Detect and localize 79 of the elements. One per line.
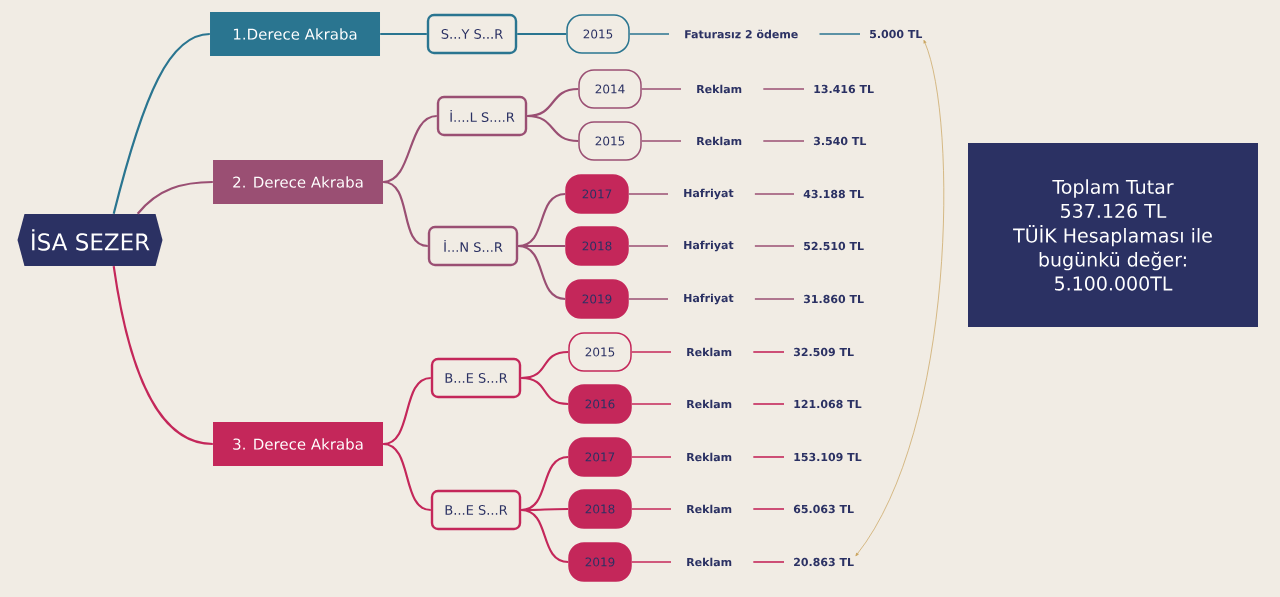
category-box: 1.Derece Akraba bbox=[210, 12, 380, 56]
connector-line bbox=[112, 266, 213, 446]
connector-line bbox=[630, 403, 672, 405]
connector-line bbox=[754, 298, 795, 300]
connector-line bbox=[818, 33, 861, 35]
year-pill: 2015 bbox=[578, 121, 642, 161]
amount-text: 153.109 TL bbox=[794, 452, 862, 462]
connector-line bbox=[383, 376, 431, 446]
connector-line bbox=[752, 351, 785, 353]
connector-line bbox=[640, 140, 682, 142]
description-text: Reklam bbox=[687, 452, 732, 462]
connector-line bbox=[752, 456, 785, 458]
category-box: 2. Derece Akraba bbox=[213, 160, 383, 204]
description-text: Hafriyat bbox=[684, 188, 734, 200]
description-text: Faturasız 2 ödeme bbox=[685, 29, 798, 39]
year-pill: 2017 bbox=[568, 437, 632, 477]
connector-line bbox=[762, 88, 805, 90]
name-box: B...E S...R bbox=[430, 489, 522, 531]
amount-text: 32.509 TL bbox=[793, 347, 854, 357]
year-pill: 2017 bbox=[565, 174, 629, 214]
amount-text: 13.416 TL bbox=[814, 84, 874, 94]
amount-text: 20.863 TL bbox=[794, 557, 854, 567]
connector-line bbox=[627, 298, 669, 300]
curved-arrow bbox=[855, 39, 945, 557]
connector-line bbox=[521, 508, 569, 564]
name-box: İ...N S...R bbox=[427, 225, 519, 267]
connector-line bbox=[752, 508, 785, 510]
connector-line bbox=[383, 442, 431, 512]
name-box: B...E S...R bbox=[430, 357, 522, 399]
connector-line bbox=[630, 561, 672, 563]
amount-text: 65.063 TL bbox=[793, 504, 854, 514]
connector-line bbox=[752, 561, 785, 563]
year-pill: 2018 bbox=[568, 489, 632, 529]
amount-text: 5.000 TL bbox=[870, 29, 923, 39]
connector-line bbox=[752, 403, 785, 405]
connector-line bbox=[521, 376, 569, 406]
connector-line bbox=[527, 114, 579, 143]
connector-line bbox=[517, 32, 567, 36]
root-box: İSA SEZER bbox=[17, 214, 163, 266]
description-text: Reklam bbox=[687, 557, 732, 567]
connector-line bbox=[380, 32, 427, 36]
year-pill: 2014 bbox=[578, 69, 642, 109]
connector-line bbox=[630, 456, 672, 458]
amount-text: 52.510 TL bbox=[804, 241, 864, 251]
connector-line bbox=[383, 180, 428, 248]
connector-line bbox=[630, 508, 672, 510]
connector-line bbox=[383, 114, 437, 184]
description-text: Reklam bbox=[687, 504, 732, 514]
connector-line bbox=[627, 245, 669, 247]
category-box: 3. Derece Akraba bbox=[213, 422, 383, 466]
description-text: Reklam bbox=[697, 84, 742, 94]
year-pill: 2015 bbox=[566, 14, 630, 54]
connector-line bbox=[630, 351, 672, 353]
connector-line bbox=[640, 88, 682, 90]
year-pill: 2019 bbox=[565, 279, 629, 319]
year-pill: 2016 bbox=[568, 384, 632, 424]
description-text: Reklam bbox=[687, 399, 732, 409]
connector-line bbox=[754, 245, 795, 247]
connector-line bbox=[518, 244, 566, 301]
amount-text: 31.860 TL bbox=[803, 294, 864, 304]
connector-line bbox=[762, 140, 805, 142]
amount-text: 3.540 TL bbox=[813, 136, 867, 146]
description-text: Reklam bbox=[687, 347, 732, 357]
connector-line bbox=[627, 193, 669, 195]
description-text: Hafriyat bbox=[684, 293, 734, 305]
connector-line bbox=[754, 193, 795, 195]
year-pill: 2018 bbox=[565, 226, 629, 266]
name-box: İ....L S....R bbox=[436, 95, 528, 137]
description-text: Hafriyat bbox=[684, 240, 734, 252]
summary-box: Toplam Tutar 537.126 TL TÜİK Hesaplaması ile bugünkü değer: 5.100.000TL bbox=[968, 143, 1258, 327]
connector-line bbox=[628, 33, 670, 35]
description-text: Reklam bbox=[697, 136, 742, 146]
name-box: S...Y S...R bbox=[426, 13, 518, 55]
connector-line bbox=[112, 32, 210, 215]
year-pill: 2019 bbox=[568, 542, 632, 582]
connector-line bbox=[136, 180, 213, 215]
year-pill: 2015 bbox=[568, 332, 632, 372]
amount-text: 43.188 TL bbox=[803, 189, 864, 199]
amount-text: 121.068 TL bbox=[794, 399, 862, 409]
